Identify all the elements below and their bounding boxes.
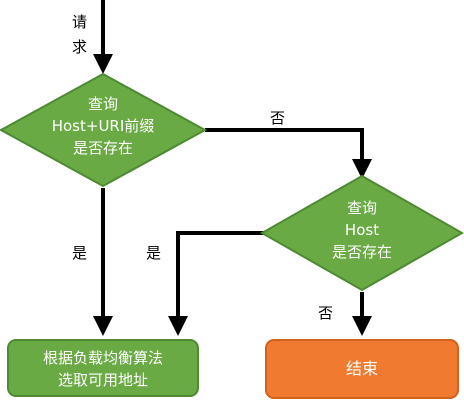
edges [93,0,372,336]
decision-host-line3: 是否存在 [332,243,392,261]
decision-host: 查询 Host 是否存在 [259,174,464,292]
decision-host-uri-line1: 查询 [88,95,118,113]
edge-label-no-down: 否 [318,304,333,322]
decision-host-line1: 查询 [347,199,377,217]
terminal-end: 结束 [265,339,459,399]
decision-host-uri-line3: 是否存在 [73,139,133,157]
process-line1: 根据负载均衡算法 [43,349,163,367]
decision-host-uri: 查询 Host+URI前缀 是否存在 [0,72,208,188]
decision-host-uri-line2: Host+URI前缀 [52,117,155,135]
decision-host-line2: Host [345,221,379,239]
process-line2: 选取可用地址 [58,371,148,389]
terminal-end-label: 结束 [346,359,378,378]
decision-host-uri-shape [0,72,208,188]
edge-labels: 请 求 否 是 是 否 [72,13,333,322]
terminal-end-shape [265,339,459,399]
edge-label-no-right: 否 [270,109,285,127]
process-select-address: 根据负载均衡算法 选取可用地址 [7,339,199,397]
decision-host-shape [259,174,464,292]
edge-decision1-no [205,128,372,179]
edge-label-request-char1: 请 [72,13,87,31]
process-select-address-shape [7,339,199,397]
edge-label-request-char2: 求 [72,38,87,56]
edge-decision2-yes [168,231,264,336]
edge-label-yes-second: 是 [146,244,161,262]
edge-label-yes-left: 是 [72,244,87,262]
